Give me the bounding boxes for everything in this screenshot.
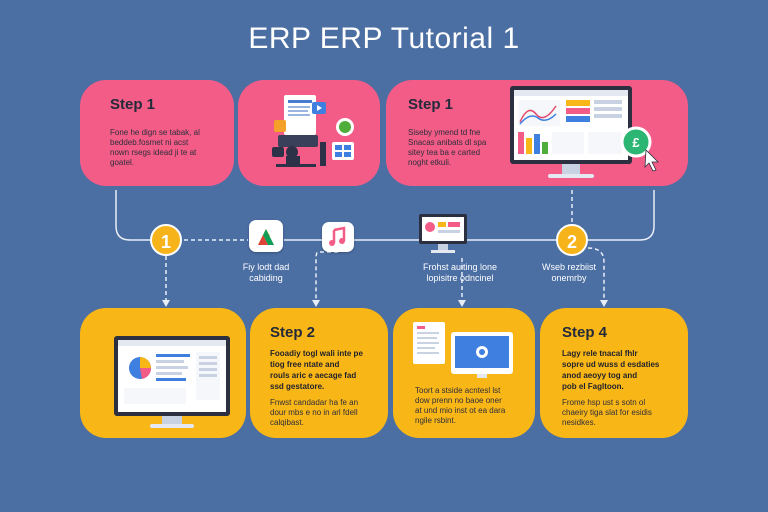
step4-label: Step 4 [562,324,608,341]
step-badge-2: 2 [556,224,588,256]
step1-illustration-card [238,80,380,186]
step4-summary: Lagy rele tnacal fhlr sopre ud wuss d es… [562,348,684,392]
text-line: goatel. [110,158,135,167]
document-screen-illustration [413,322,513,378]
text-line: Snacas anibats dl spa [408,138,487,147]
step1-description: Fone he dign se tabak, al beddeb.fosmet … [110,128,230,168]
text-line: Siseby ymend td fne [408,128,481,137]
monitor-icon[interactable] [417,212,469,256]
text-line: ssd gestatore. [270,382,325,391]
step2-summary: Fooadiy togl wali inte pe tiog free ntat… [270,348,386,392]
step3-description: Toort a stside acntesl lst dow prenn no … [415,386,531,426]
step1-card-left: Step 1 Fone he dign se tabak, al beddeb.… [80,80,234,186]
text-line: tiog free ntate and [270,360,340,369]
step-badge-1: 1 [150,224,182,256]
text-line: pob el Fagltoon. [562,382,624,391]
text-line: nown rsegs idead ji te at [110,148,197,157]
text-line: noght etkuli. [408,158,452,167]
text-line: Fnwst candadar ha fe an [270,398,359,407]
text-line: Fooadiy togl wali inte pe [270,349,363,358]
step2-card: Step 2 Fooadiy togl wali inte pe tiog fr… [250,308,388,438]
step1-right-description: Siseby ymend td fne Snacas anibats dl sp… [408,128,508,168]
connector-label-3: Wseb rezbiist onemrby [524,262,614,284]
text-line: beddeb.fosmet ni acst [110,138,189,147]
step1-label: Step 1 [110,96,156,113]
text-line: chaeiry tiga slat for esidis [562,408,652,417]
analytics-illustration-card [80,308,246,438]
label-line: Fiy lodt dad [242,262,290,272]
step3-card: Toort a stside acntesl lst dow prenn no … [393,308,535,438]
workspace-illustration [272,95,354,167]
step4-description: Frome hsp ust s sotn ol chaeiry tiga sla… [562,398,684,428]
text-line: Toort a stside acntesl lst [415,386,501,395]
text-line: calqibast. [270,418,304,427]
text-line: anod aeoyy tog and [562,371,638,380]
step4-card: Step 4 Lagy rele tnacal fhlr sopre ud wu… [540,308,688,438]
step2-description: Fnwst candadar ha fe an dour mbs e no in… [270,398,386,428]
text-line: sitey tea ba e carted [408,148,481,157]
text-line: dow prenn no baoe oner [415,396,502,405]
label-line: Frohst auiting lone [422,262,498,272]
step1-card-right: Step 1 Siseby ymend td fne Snacas anibat… [386,80,688,186]
label-line: cabiding [249,273,283,283]
text-line: nesidkes. [562,418,596,427]
connector-label-2: Frohst auiting lone lopisitre odncinel [400,262,520,284]
text-line: Frome hsp ust s sotn ol [562,398,646,407]
svg-text:£: £ [632,135,640,150]
text-line: rouls aric e aecage fad [270,371,357,380]
text-line: ngile rsbint. [415,416,456,425]
label-line: onemrby [551,273,587,283]
page-title: ERP ERP Tutorial 1 [248,22,520,55]
step1-right-label: Step 1 [408,96,454,113]
text-line: dour mbs e no in arl fdell [270,408,358,417]
text-line: Fone he dign se tabak, al [110,128,200,137]
analytics-monitor-illustration [114,336,230,428]
text-line: Lagy rele tnacal fhlr [562,349,638,358]
connector-label-1: Fiy lodt dad cabiding [222,262,310,284]
text-line: sopre ud wuss d esdaties [562,360,660,369]
triangle-app-icon[interactable] [249,220,283,252]
label-line: lopisitre odncinel [426,273,494,283]
label-line: Wseb rezbiist [541,262,596,272]
music-note-icon[interactable] [322,222,354,252]
text-line: at und mio inst ot ea dara [415,406,506,415]
dashboard-monitor-illustration: £ [510,86,659,178]
step2-label: Step 2 [270,324,316,341]
